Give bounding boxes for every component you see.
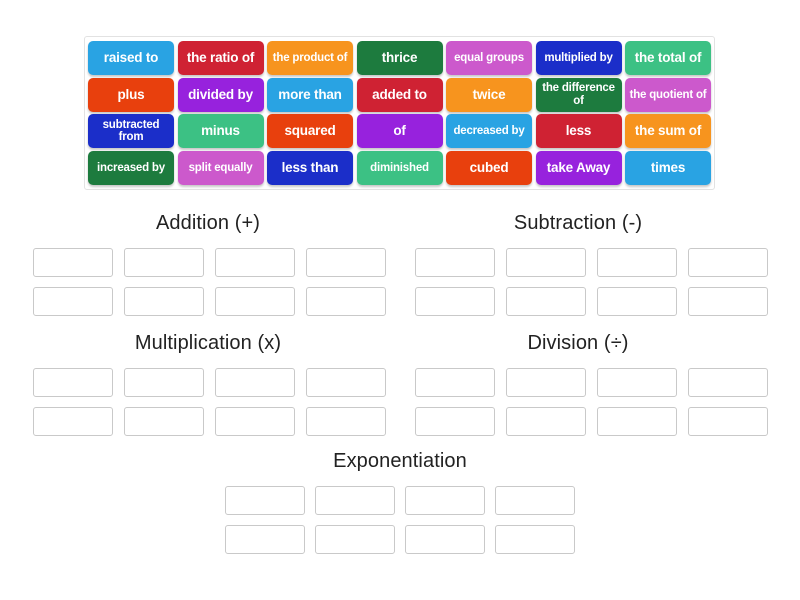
group-title-addition: Addition (+) — [155, 212, 261, 234]
word-tile[interactable]: less — [535, 114, 622, 149]
drop-zone[interactable] — [124, 248, 204, 277]
word-tile[interactable]: equal groups — [446, 41, 532, 75]
word-tile[interactable]: the sum of — [625, 114, 711, 149]
group-title-multiplication: Multiplication (x) — [134, 332, 282, 354]
drop-zone[interactable] — [225, 486, 305, 515]
drop-zone[interactable] — [306, 248, 386, 277]
drop-zone[interactable] — [215, 368, 295, 397]
drop-zone[interactable] — [405, 525, 485, 554]
drop-zone[interactable] — [597, 407, 677, 436]
word-tile[interactable]: diminished — [356, 150, 443, 185]
word-tile[interactable]: subtracted from — [88, 114, 174, 149]
word-tile[interactable]: multiplied by — [535, 41, 622, 75]
drop-zone[interactable] — [306, 287, 386, 316]
group-title-division: Division (÷) — [527, 332, 629, 354]
drop-zone[interactable] — [33, 368, 113, 397]
drop-zone[interactable] — [415, 407, 495, 436]
word-tile[interactable]: twice — [446, 77, 532, 112]
drop-zone-group-addition[interactable] — [33, 248, 397, 326]
word-tile[interactable]: the product of — [267, 41, 353, 75]
group-title-subtraction: Subtraction (-) — [513, 212, 643, 234]
drop-zone[interactable] — [597, 248, 677, 277]
drop-zone[interactable] — [124, 368, 204, 397]
word-tile[interactable]: take Away — [535, 150, 622, 185]
drop-zone[interactable] — [495, 525, 575, 554]
drop-zone-group-subtraction[interactable] — [415, 248, 779, 326]
drop-zone[interactable] — [225, 525, 305, 554]
drop-zone[interactable] — [415, 248, 495, 277]
drop-zone-group-multiplication[interactable] — [33, 368, 397, 446]
drop-zone[interactable] — [306, 368, 386, 397]
word-tile[interactable]: added to — [356, 77, 443, 112]
drop-zone[interactable] — [506, 407, 586, 436]
drop-zone[interactable] — [688, 407, 768, 436]
group-title-exponentiation: Exponentiation — [333, 450, 467, 472]
word-tile[interactable]: squared — [267, 114, 353, 149]
drop-zone[interactable] — [315, 486, 395, 515]
word-tile[interactable]: times — [625, 150, 711, 185]
word-tile[interactable]: the difference of — [535, 77, 622, 112]
word-tile[interactable]: cubed — [446, 150, 532, 185]
drop-zone[interactable] — [688, 248, 768, 277]
drop-zone[interactable] — [315, 525, 395, 554]
drop-zone[interactable] — [33, 287, 113, 316]
drop-zone[interactable] — [124, 287, 204, 316]
word-tile[interactable]: decreased by — [446, 114, 532, 149]
word-tile[interactable]: minus — [177, 114, 264, 149]
drop-zone[interactable] — [688, 287, 768, 316]
word-tile[interactable]: thrice — [356, 41, 443, 75]
word-tile[interactable]: less than — [267, 150, 353, 185]
drop-zone[interactable] — [415, 287, 495, 316]
drop-zone[interactable] — [33, 248, 113, 277]
word-tile[interactable]: increased by — [88, 150, 174, 185]
drop-zone[interactable] — [215, 248, 295, 277]
word-tile[interactable]: plus — [88, 77, 174, 112]
drop-zone[interactable] — [506, 368, 586, 397]
word-tile[interactable]: divided by — [177, 77, 264, 112]
word-tile[interactable]: more than — [267, 77, 353, 112]
drop-zone[interactable] — [415, 368, 495, 397]
drop-zone[interactable] — [506, 287, 586, 316]
drop-zone[interactable] — [495, 486, 575, 515]
drop-zone[interactable] — [688, 368, 768, 397]
word-tile[interactable]: the ratio of — [177, 41, 264, 75]
drop-zone-group-exponentiation[interactable] — [225, 486, 585, 564]
drop-zone-group-division[interactable] — [415, 368, 779, 446]
drop-zone[interactable] — [405, 486, 485, 515]
drop-zone[interactable] — [215, 407, 295, 436]
drop-zone[interactable] — [506, 248, 586, 277]
word-tile[interactable]: the quotient of — [625, 77, 711, 112]
drop-zone[interactable] — [597, 368, 677, 397]
drop-zone[interactable] — [597, 287, 677, 316]
drop-zone[interactable] — [306, 407, 386, 436]
word-tile[interactable]: of — [356, 114, 443, 149]
drop-zone[interactable] — [124, 407, 204, 436]
drop-zone[interactable] — [33, 407, 113, 436]
drop-zone[interactable] — [215, 287, 295, 316]
word-tile[interactable]: raised to — [88, 41, 174, 75]
word-tile[interactable]: split equally — [177, 150, 264, 185]
word-tile[interactable]: the total of — [625, 41, 711, 75]
